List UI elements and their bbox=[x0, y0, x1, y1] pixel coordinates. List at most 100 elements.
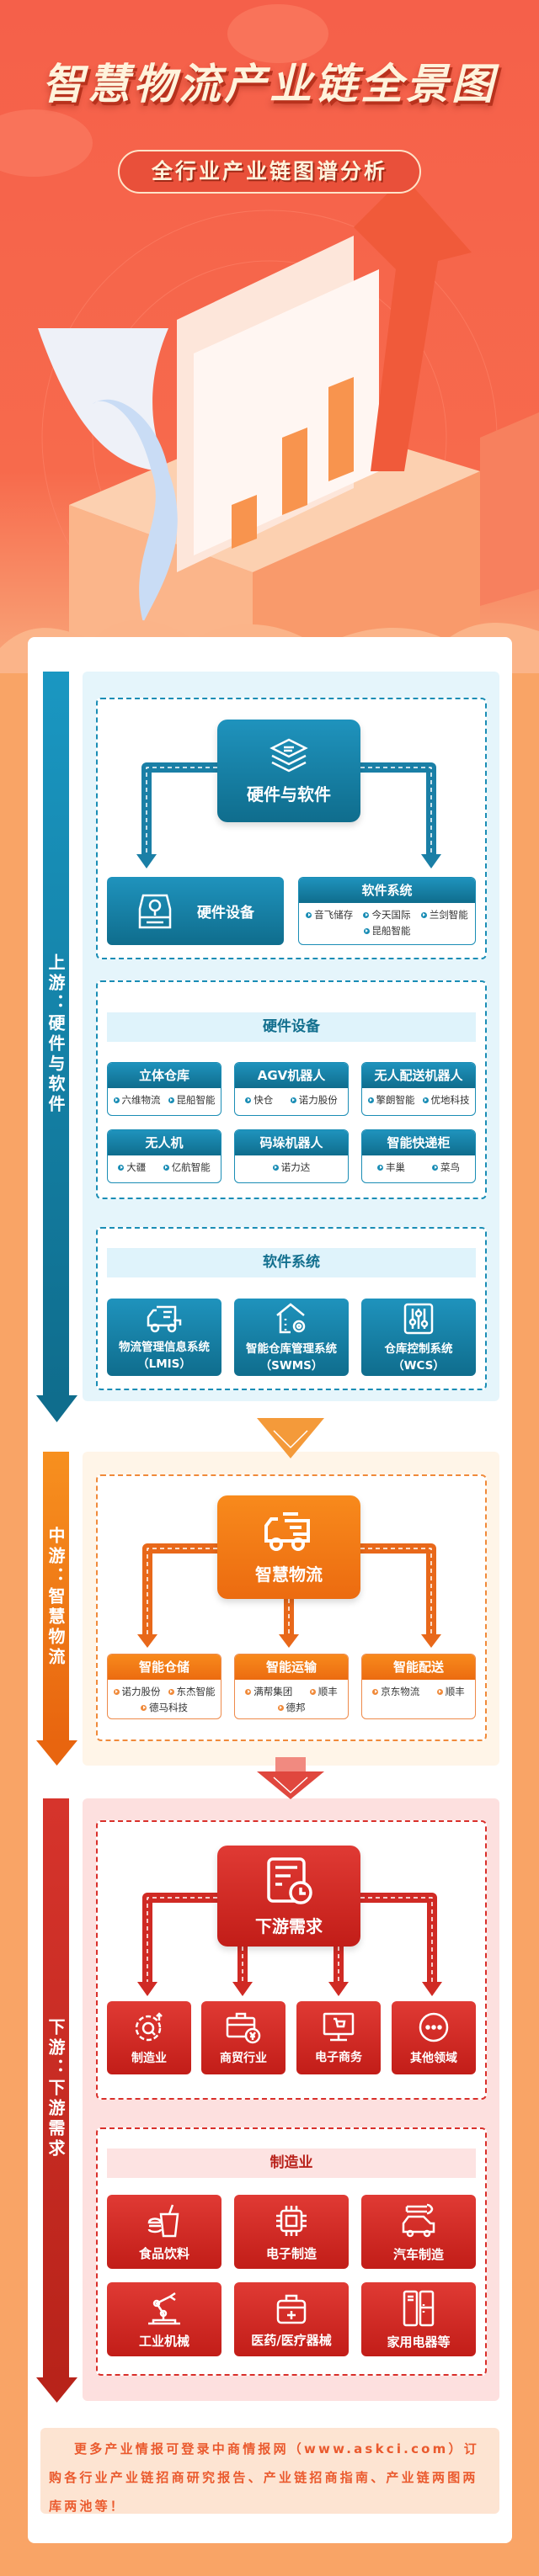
card-label: 硬件设备 bbox=[197, 905, 254, 922]
hardware-card[interactable]: 无人配送机器人擎朗智能优地科技 bbox=[361, 1062, 476, 1116]
layers-icon bbox=[269, 737, 309, 774]
downstream-label: 商贸行业 bbox=[220, 2051, 267, 2065]
software-card[interactable]: 仓库控制系统 （WCS） bbox=[361, 1299, 476, 1376]
company-name: 京东物流 bbox=[381, 1686, 420, 1697]
bullet-arrow-icon bbox=[306, 911, 312, 918]
card-header: AGV机器人 bbox=[235, 1063, 348, 1088]
card-header: 无人配送机器人 bbox=[362, 1063, 475, 1088]
company-item: 音飞储存 bbox=[306, 908, 353, 922]
bullet-arrow-icon bbox=[436, 1688, 443, 1695]
card-header: 码垛机器人 bbox=[235, 1130, 348, 1155]
company-item: 东杰智能 bbox=[168, 1685, 216, 1698]
company-name: 德马科技 bbox=[149, 1702, 188, 1713]
software-name: 仓库控制系统 bbox=[384, 1342, 453, 1356]
downstream-card[interactable]: 其他领域 bbox=[392, 2001, 476, 2074]
software-card[interactable]: 智能仓库管理系统（SWMS） bbox=[234, 1299, 349, 1376]
hub-smart-logistics[interactable]: 智慧物流 bbox=[217, 1495, 360, 1599]
briefcase-yuan-icon bbox=[225, 2010, 262, 2044]
company-name: 菜鸟 bbox=[440, 1161, 460, 1173]
company-name: 诺力股份 bbox=[121, 1686, 161, 1697]
card-header: 软件系统 bbox=[299, 878, 475, 903]
company-list: 六维物流 昆船智能 bbox=[108, 1088, 221, 1112]
hub-hardware-software[interactable]: 硬件与软件 bbox=[217, 720, 360, 822]
company-list: 擎朗智能优地科技 bbox=[362, 1088, 475, 1112]
manufacturing-card[interactable]: 医药/医疗器械 bbox=[234, 2282, 349, 2356]
bullet-arrow-icon bbox=[277, 1704, 284, 1711]
bullet-arrow-icon bbox=[432, 1164, 438, 1171]
software-card[interactable]: 物流管理信息系统（LMIS） bbox=[107, 1299, 221, 1376]
hardware-card[interactable]: 无人机大疆 亿航智能 bbox=[107, 1129, 221, 1183]
hardware-card[interactable]: 码垛机器人诺力达 bbox=[234, 1129, 349, 1183]
company-list: 满帮集团 顺丰德邦 bbox=[235, 1680, 348, 1718]
company-item: 德邦 bbox=[277, 1701, 306, 1714]
refrigerator-icon bbox=[402, 2289, 435, 2328]
company-name: 满帮集团 bbox=[253, 1686, 293, 1697]
storage-box-icon bbox=[136, 892, 173, 931]
manufacturing-label: 电子制造 bbox=[265, 2245, 317, 2261]
company-name: 诺力达 bbox=[280, 1161, 311, 1173]
company-name: 东杰智能 bbox=[176, 1686, 216, 1697]
manufacturing-label: 食品饮料 bbox=[138, 2245, 189, 2261]
company-item: 诺力股份 bbox=[290, 1093, 338, 1107]
bullet-arrow-icon bbox=[163, 1164, 169, 1171]
bullet-arrow-icon bbox=[113, 1097, 120, 1103]
robot-arm-icon bbox=[145, 2290, 184, 2327]
burger-drink-icon bbox=[146, 2202, 183, 2239]
hardware-card[interactable]: AGV机器人快仓 诺力股份 bbox=[234, 1062, 349, 1116]
hub-label: 下游需求 bbox=[255, 1915, 323, 1936]
company-item: 京东物流 bbox=[372, 1685, 419, 1698]
software-code: （WCS） bbox=[392, 1359, 445, 1373]
company-name: 六维物流 bbox=[121, 1094, 161, 1106]
manufacturing-card[interactable]: 家用电器等 bbox=[361, 2282, 476, 2356]
company-name: 亿航智能 bbox=[171, 1161, 211, 1173]
midstream-card[interactable]: 智能仓储诺力股份 东杰智能德马科技 bbox=[107, 1654, 221, 1719]
midstream-card[interactable]: 智能运输满帮集团顺丰德邦 bbox=[234, 1654, 349, 1719]
sliders-icon bbox=[403, 1302, 435, 1336]
company-item: 擎朗智能 bbox=[367, 1093, 415, 1107]
company-item: 顺丰 bbox=[436, 1685, 465, 1698]
company-item: 满帮集团 bbox=[245, 1685, 292, 1698]
company-name: 昆船智能 bbox=[371, 925, 411, 937]
downstream-card[interactable]: 制造业 bbox=[107, 2001, 191, 2074]
hardware-section-title: 硬件设备 bbox=[107, 1012, 476, 1042]
hardware-equipment-card[interactable]: 硬件设备 bbox=[107, 877, 284, 945]
bullet-arrow-icon bbox=[367, 1097, 374, 1103]
document-clock-icon bbox=[264, 1856, 314, 1906]
company-name: 兰剑智能 bbox=[429, 909, 468, 921]
hardware-card[interactable]: 立体仓库六维物流昆船智能 bbox=[107, 1062, 221, 1116]
downstream-label: 电子商务 bbox=[315, 2050, 362, 2064]
page-subtitle: 全行业产业链图谱分析 bbox=[118, 150, 421, 194]
company-name: 大疆 bbox=[126, 1161, 147, 1173]
card-header: 智能快递柜 bbox=[362, 1130, 475, 1155]
hardware-card[interactable]: 智能快递柜丰巢菜鸟 bbox=[361, 1129, 476, 1183]
hub-downstream-demand[interactable]: 下游需求 bbox=[217, 1846, 360, 1947]
midstream-side-label: 中游：智慧物流 bbox=[43, 1452, 69, 1742]
software-system-card[interactable]: 软件系统音飞储存今天国际兰剑智能昆船智能 bbox=[298, 877, 476, 945]
ellipsis-circle-icon bbox=[417, 2010, 451, 2044]
truck-list-icon bbox=[145, 1304, 184, 1334]
card-header: 无人机 bbox=[108, 1130, 221, 1155]
company-name: 昆船智能 bbox=[176, 1094, 216, 1106]
manufacturing-card[interactable]: 电子制造 bbox=[234, 2195, 349, 2269]
downstream-card[interactable]: 商贸行业 bbox=[201, 2001, 286, 2074]
company-name: 快仓 bbox=[253, 1094, 274, 1106]
manufacturing-card[interactable]: 工业机械 bbox=[107, 2282, 221, 2356]
company-list: 快仓 诺力股份 bbox=[235, 1088, 348, 1112]
midstream-arrowhead bbox=[36, 1740, 77, 1766]
downstream-arrowhead bbox=[36, 2377, 77, 2403]
company-list: 诺力达 bbox=[235, 1155, 348, 1179]
manufacturing-card[interactable]: 食品饮料 bbox=[107, 2195, 221, 2269]
downstream-label: 制造业 bbox=[131, 2051, 167, 2065]
company-item: 德马科技 bbox=[141, 1701, 188, 1714]
manufacturing-card[interactable]: 汽车制造 bbox=[361, 2195, 476, 2269]
bullet-arrow-icon bbox=[422, 1097, 429, 1103]
bullet-arrow-icon bbox=[141, 1704, 147, 1711]
company-list: 音飞储存今天国际兰剑智能昆船智能 bbox=[299, 903, 475, 943]
card-header: 智能仓储 bbox=[108, 1654, 221, 1680]
company-item: 昆船智能 bbox=[363, 924, 411, 937]
downstream-card[interactable]: 电子商务 bbox=[296, 2001, 381, 2074]
company-item: 兰剑智能 bbox=[420, 908, 468, 922]
midstream-card[interactable]: 智能配送京东物流顺丰 bbox=[361, 1654, 476, 1719]
company-name: 诺力股份 bbox=[298, 1094, 338, 1106]
company-item: 顺丰 bbox=[309, 1685, 338, 1698]
